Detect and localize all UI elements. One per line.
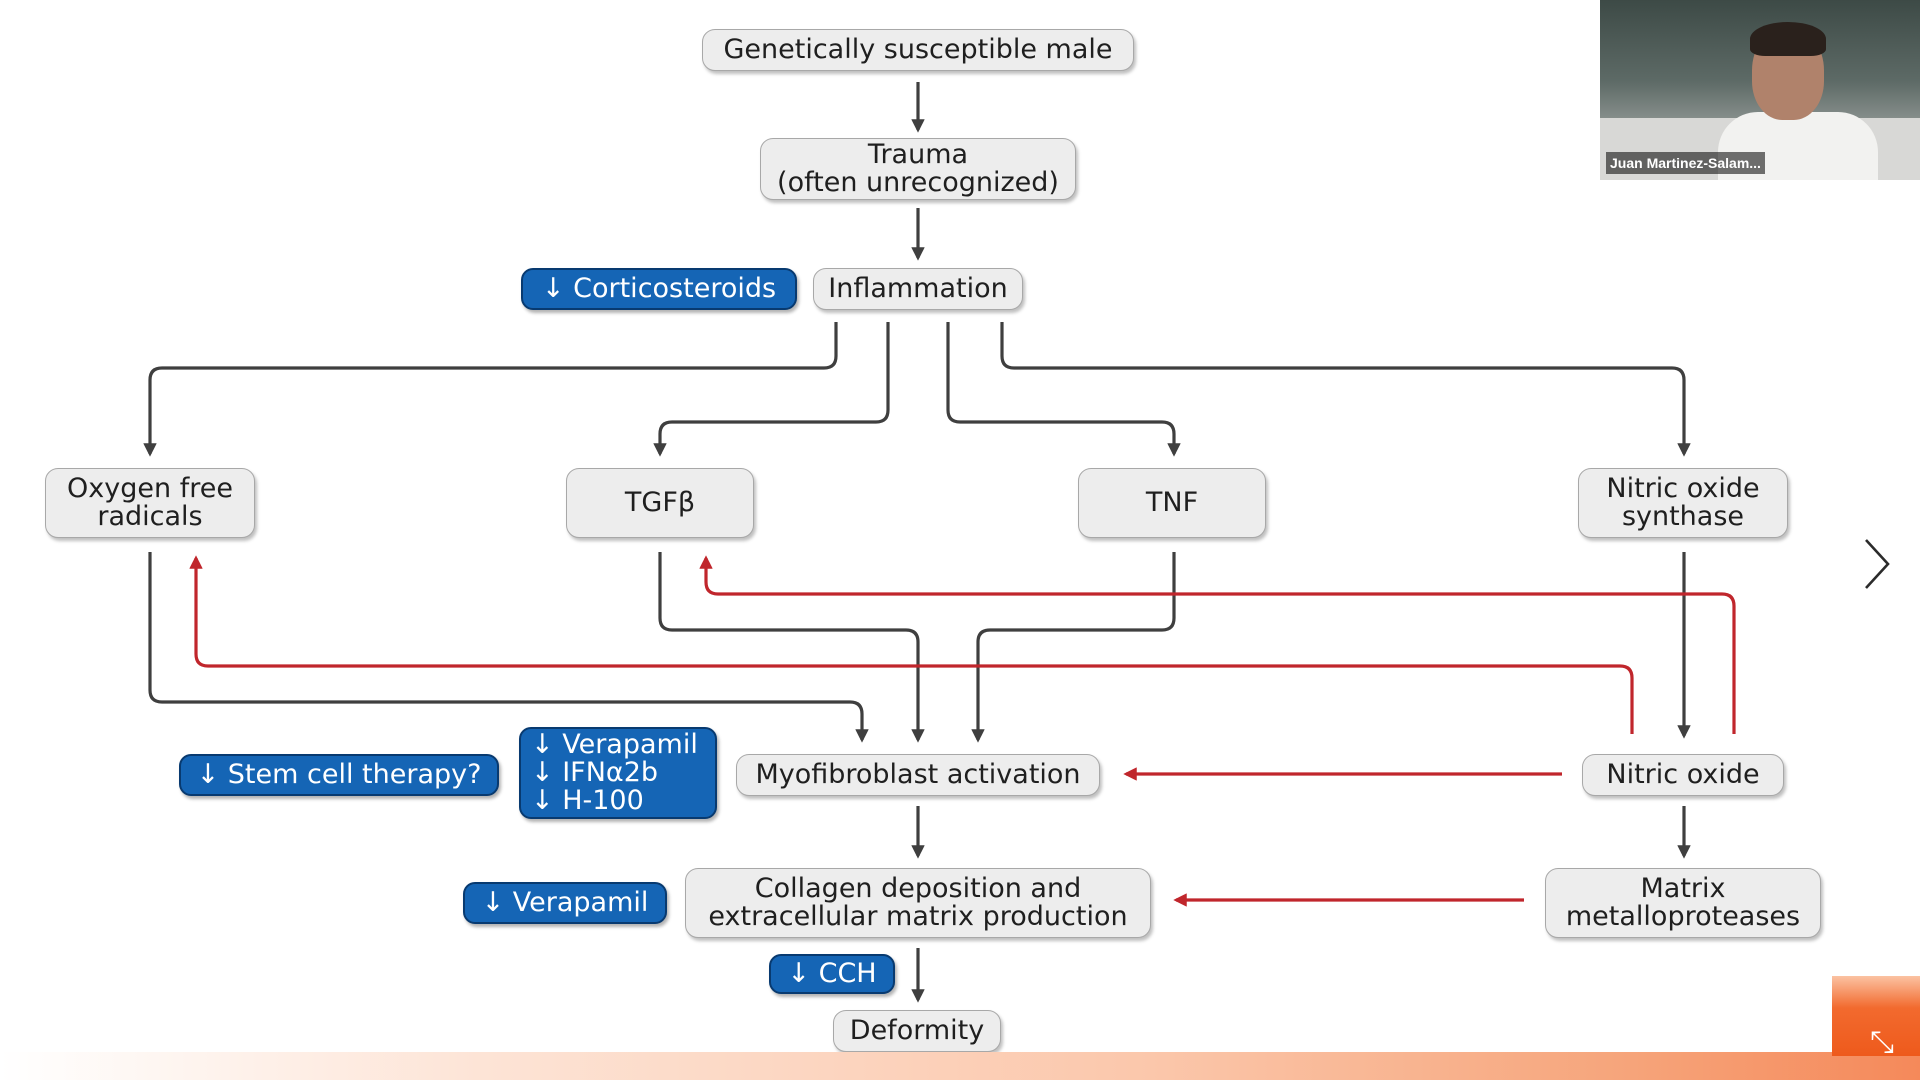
chevron-right-icon[interactable] — [1862, 536, 1892, 592]
node-genetically-susceptible-male: Genetically susceptible male — [702, 29, 1134, 71]
node-deformity: Deformity — [833, 1010, 1001, 1052]
node-oxygen-free-radicals: Oxygen free radicals — [45, 468, 255, 538]
treatment-cch: ↓ CCH — [769, 954, 895, 994]
treatment-corticosteroids: ↓ Corticosteroids — [521, 268, 797, 310]
node-nitric-oxide: Nitric oxide — [1582, 754, 1784, 796]
node-collagen-deposition: Collagen deposition and extracellular ma… — [685, 868, 1151, 938]
participant-hair — [1750, 22, 1826, 56]
minimize-arrows-icon[interactable]: ⤡ — [1870, 1025, 1894, 1060]
node-myofibroblast-activation: Myofibroblast activation — [736, 754, 1100, 796]
node-inflammation: Inflammation — [813, 268, 1023, 310]
arrow-tnf-to-myofibroblast — [971, 552, 1176, 743]
exit-fullscreen-button[interactable] — [1832, 976, 1920, 1056]
node-matrix-metalloproteases: Matrix metalloproteases — [1545, 868, 1821, 938]
arrow-tgfb-to-myofibroblast — [658, 552, 925, 743]
feedback-nitric-oxide-to-oxygen-radicals — [189, 555, 1634, 734]
node-nitric-oxide-synthase: Nitric oxide synthase — [1578, 468, 1788, 538]
arrow-inflammation-to-oxygen-radicals — [143, 322, 838, 457]
participant-name-label: Juan Martinez-Salam... — [1606, 152, 1765, 174]
feedback-nitric-oxide-to-tgfb — [699, 555, 1736, 734]
node-tnf: TNF — [1078, 468, 1266, 538]
arrow-inflammation-to-tgfb — [653, 322, 890, 457]
treatment-verapamil-ifn-h100: ↓ Verapamil ↓ IFNα2b ↓ H-100 — [519, 727, 717, 819]
treatment-stem-cell-therapy: ↓ Stem cell therapy? — [179, 754, 499, 796]
arrow-inflammation-to-nos — [1000, 322, 1691, 457]
node-tgf-beta: TGFβ — [566, 468, 754, 538]
node-trauma: Trauma (often unrecognized) — [760, 138, 1076, 200]
arrow-inflammation-to-tnf — [946, 322, 1181, 457]
bottom-accent-bar — [0, 1052, 1920, 1080]
participant-video-tile[interactable]: Juan Martinez-Salam... — [1600, 0, 1920, 180]
arrow-oxygen-radicals-to-myofibroblast — [148, 552, 869, 743]
treatment-verapamil: ↓ Verapamil — [463, 882, 667, 924]
